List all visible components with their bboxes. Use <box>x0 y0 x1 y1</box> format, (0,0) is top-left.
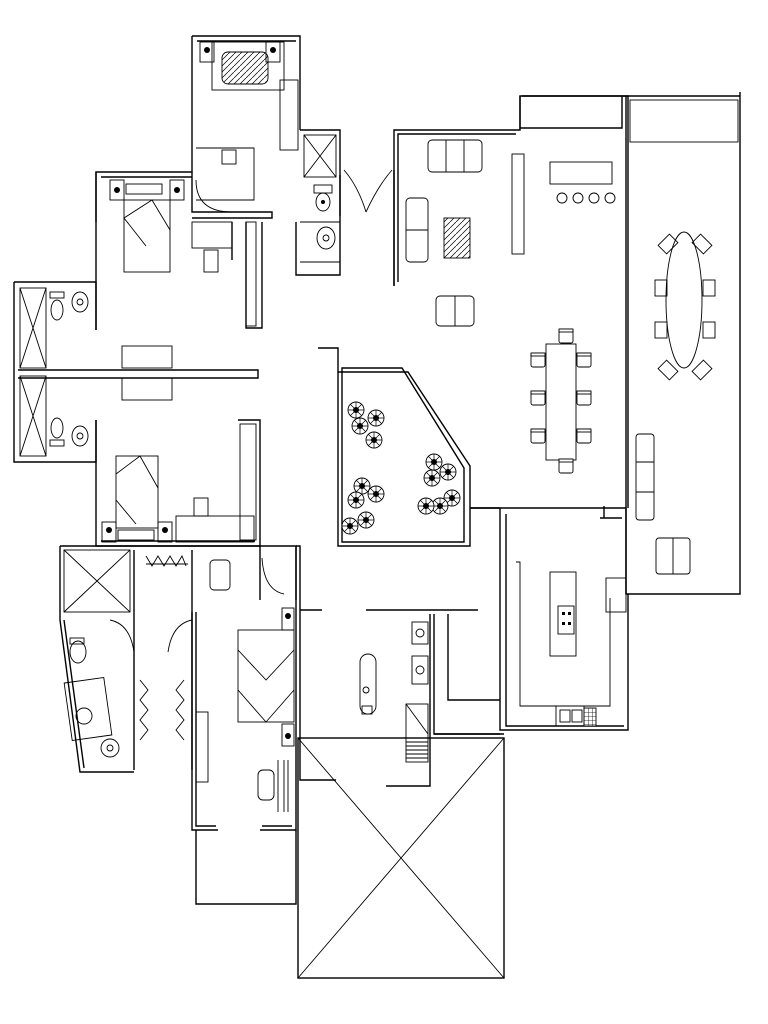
bed-icon <box>237 607 295 747</box>
bed-icon <box>109 179 185 273</box>
room-bath-top <box>295 129 341 276</box>
room-master-bedroom <box>191 546 297 831</box>
room-living-room <box>393 92 741 595</box>
toilet-icon <box>49 291 65 321</box>
console-icon <box>359 653 377 715</box>
room-open-terrace <box>297 733 505 979</box>
room-bedroom-top <box>95 35 301 222</box>
sofa-icon <box>435 295 475 327</box>
room-dining-terrace <box>635 231 716 575</box>
hanger-row-icon <box>145 554 188 567</box>
washbasin-icon <box>316 226 336 250</box>
hanger-row-icon <box>139 679 185 741</box>
toilet-icon <box>69 637 87 664</box>
armchair-icon <box>655 537 691 575</box>
room-bedroom-middle-left <box>95 419 261 547</box>
room-entry-foyer <box>299 609 500 787</box>
sink-icon <box>555 705 585 727</box>
washbasin-icon <box>75 707 120 758</box>
armchair-icon <box>405 197 429 263</box>
toilet-icon <box>313 184 333 212</box>
kitchen-island-icon <box>549 571 577 657</box>
room-dining-room <box>530 161 616 474</box>
stove-icon <box>411 621 429 685</box>
wall-segment <box>296 545 301 610</box>
washbasin-icon <box>71 291 89 313</box>
stair-icon <box>405 703 429 763</box>
sofa-icon <box>427 139 483 173</box>
room-bedroom-left <box>95 172 263 330</box>
bed-icon <box>199 41 285 91</box>
room-courtyard-garden <box>318 347 471 547</box>
door-swing-icon <box>339 169 395 286</box>
oval-table-icon <box>654 231 716 381</box>
corridor <box>18 345 259 401</box>
room-bathroom-left-upper <box>13 281 97 463</box>
toilet-icon <box>49 417 65 447</box>
washbasin-icon <box>71 425 89 447</box>
dining-table-icon <box>530 328 592 474</box>
desk-icon <box>195 147 255 213</box>
coffee-table-icon <box>443 217 471 259</box>
room-kitchen <box>470 506 629 731</box>
bed-icon <box>101 455 173 543</box>
room-bathroom-left-lower <box>19 375 89 457</box>
bar-stools <box>556 192 616 204</box>
room-balcony <box>195 830 297 905</box>
room-master-bathroom <box>59 546 193 773</box>
sofa-icon <box>635 433 655 521</box>
tree-icon <box>341 401 461 535</box>
